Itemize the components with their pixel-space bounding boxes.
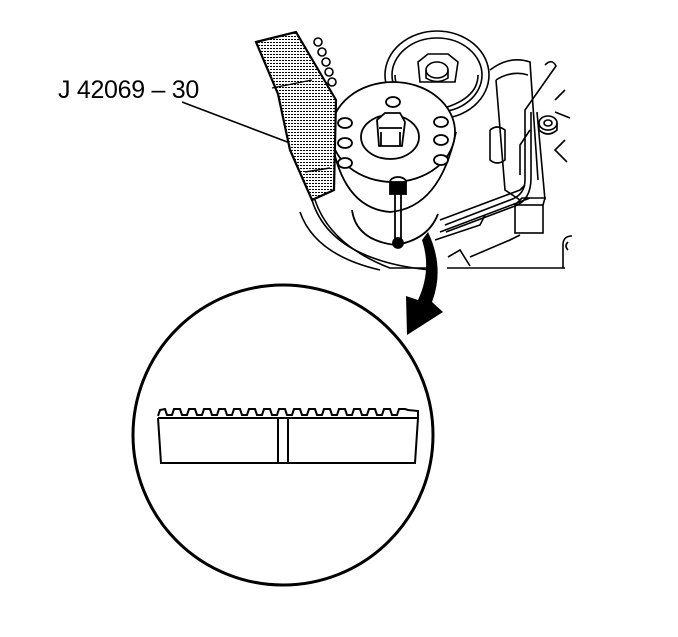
leader-line xyxy=(181,101,291,144)
tensioner-arm xyxy=(444,59,571,234)
camshaft-sprocket xyxy=(329,81,457,249)
tool-callout-label: J 42069 – 30 xyxy=(58,76,199,104)
belt-holder-tool xyxy=(254,30,431,271)
detail-circle-inset xyxy=(131,283,435,587)
sprocket-bolt-icon xyxy=(376,112,406,147)
detail-arrow-icon xyxy=(406,232,443,335)
pulley-nut xyxy=(417,53,459,83)
timing-belt-cross-section xyxy=(157,407,419,464)
engine-block-outline xyxy=(299,129,573,271)
locating-pin xyxy=(389,176,407,249)
belt-teeth xyxy=(313,37,337,87)
sprocket-holes xyxy=(337,96,449,169)
